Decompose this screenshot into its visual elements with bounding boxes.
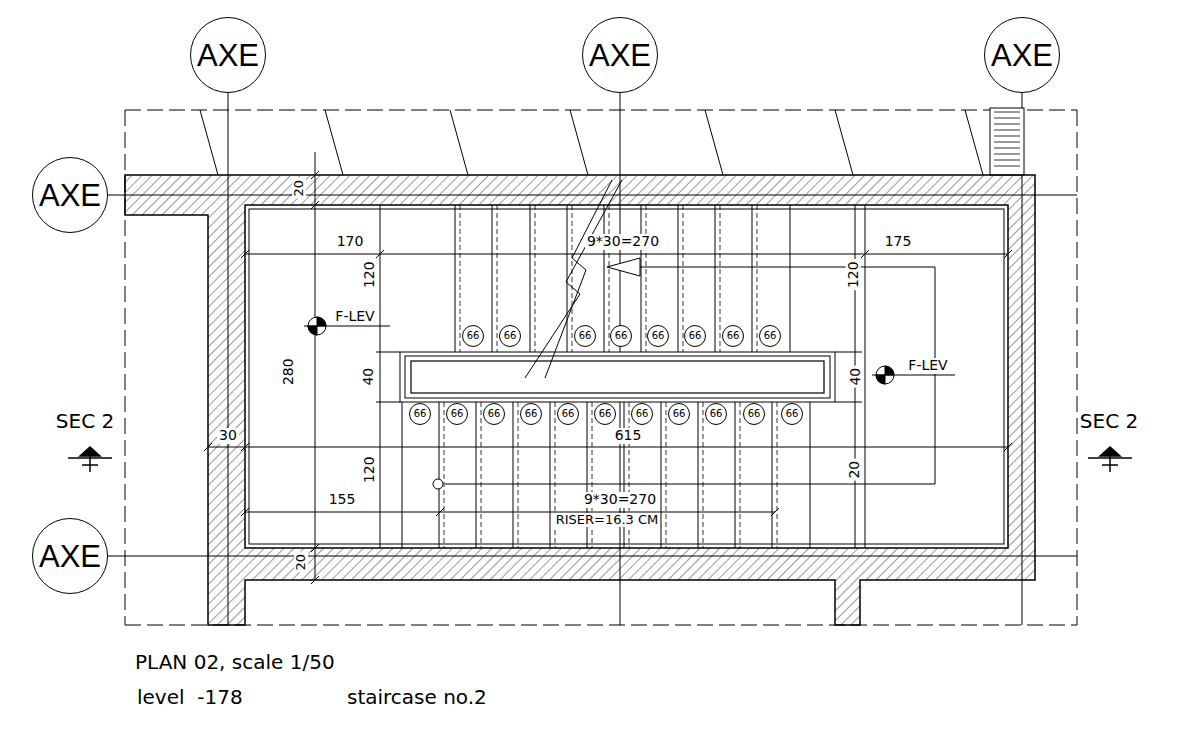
axis-bubble: AXE xyxy=(32,518,108,594)
step-number-circle: 66 xyxy=(722,325,744,347)
dimension-label: 40 xyxy=(848,366,863,388)
step-number-circle: 66 xyxy=(668,403,690,425)
dimension-label: F-LEV xyxy=(906,358,949,373)
step-number: 66 xyxy=(689,331,702,341)
step-number: 66 xyxy=(615,331,628,341)
dimension-label: 120 xyxy=(845,260,860,291)
dimension-label: 20 xyxy=(847,459,862,481)
step-number-circle: 66 xyxy=(574,325,596,347)
plan-note: level -178 xyxy=(135,686,245,708)
step-number-circle: 66 xyxy=(781,403,803,425)
dimension-label: 280 xyxy=(280,357,295,388)
dimension-label: 615 xyxy=(613,428,644,443)
dimension-label: 120 xyxy=(361,455,376,486)
axis-bubble: AXE xyxy=(984,17,1060,93)
plan-note: SEC 2 xyxy=(1078,410,1140,432)
dimension-label: 20 xyxy=(292,178,306,199)
axis-bubble: AXE xyxy=(190,17,266,93)
step-number-circle: 66 xyxy=(610,325,632,347)
axis-label: AXE xyxy=(39,180,101,211)
step-number-circle: 66 xyxy=(647,325,669,347)
axis-label: AXE xyxy=(991,40,1053,71)
step-number: 66 xyxy=(414,409,427,419)
step-number: 66 xyxy=(525,409,538,419)
step-number-circle: 66 xyxy=(684,325,706,347)
dimension-label: RISER=16.3 CM xyxy=(554,513,661,527)
axis-bubble: AXE xyxy=(32,157,108,233)
dimension-label: 170 xyxy=(335,234,366,249)
step-number-circle: 66 xyxy=(594,403,616,425)
dimension-label: 40 xyxy=(361,366,376,388)
step-number: 66 xyxy=(764,331,777,341)
step-number: 66 xyxy=(652,331,665,341)
dimension-label: 30 xyxy=(217,428,239,443)
step-number: 66 xyxy=(599,409,612,419)
step-number-circle: 66 xyxy=(631,403,653,425)
step-number: 66 xyxy=(451,409,464,419)
axis-label: AXE xyxy=(197,40,259,71)
step-number-circle: 66 xyxy=(759,325,781,347)
step-number-circle: 66 xyxy=(520,403,542,425)
step-number-circle: 66 xyxy=(409,403,431,425)
axis-label: AXE xyxy=(39,541,101,572)
step-number-circle: 66 xyxy=(705,403,727,425)
dimension-label: 9*30=270 xyxy=(582,492,658,507)
plan-title: PLAN 02, scale 1/50 xyxy=(133,651,337,673)
step-number: 66 xyxy=(748,409,761,419)
step-number: 66 xyxy=(504,331,517,341)
step-number: 66 xyxy=(673,409,686,419)
step-number: 66 xyxy=(710,409,723,419)
step-number-circle: 66 xyxy=(499,325,521,347)
step-number-circle: 66 xyxy=(446,403,468,425)
step-number-circle: 66 xyxy=(462,325,484,347)
step-number: 66 xyxy=(579,331,592,341)
step-number-circle: 66 xyxy=(557,403,579,425)
step-number: 66 xyxy=(488,409,501,419)
plan-note: staircase no.2 xyxy=(345,686,489,708)
step-number-circle: 66 xyxy=(743,403,765,425)
step-number: 66 xyxy=(562,409,575,419)
step-number: 66 xyxy=(636,409,649,419)
axis-label: AXE xyxy=(589,40,651,71)
dimension-label: 175 xyxy=(883,234,914,249)
step-number-circle: 66 xyxy=(483,403,505,425)
dimension-label: 155 xyxy=(327,492,358,507)
step-number: 66 xyxy=(786,409,799,419)
dimension-label: 120 xyxy=(361,260,376,291)
dimension-label: F-LEV xyxy=(333,309,376,324)
dimension-label: 9*30=270 xyxy=(585,234,661,249)
step-number: 66 xyxy=(727,331,740,341)
dimension-label: 20 xyxy=(294,552,308,573)
axis-bubble: AXE xyxy=(582,17,658,93)
plan-note: SEC 2 xyxy=(54,410,116,432)
step-number: 66 xyxy=(467,331,480,341)
